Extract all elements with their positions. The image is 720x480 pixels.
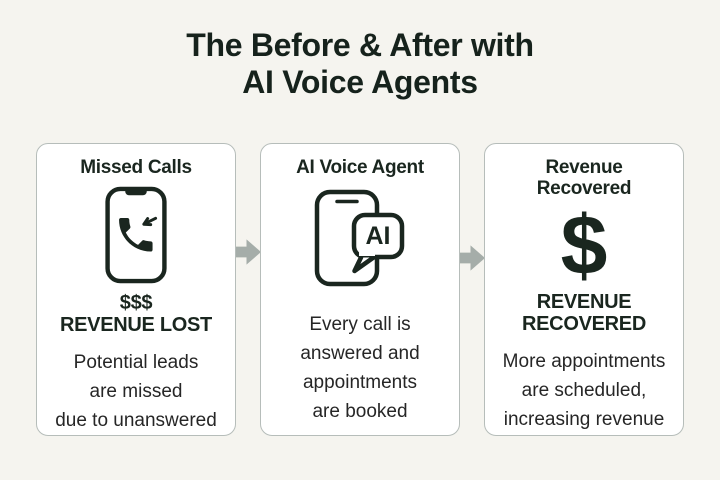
body-line: increasing revenue (503, 409, 665, 430)
ai-bubble-label: AI (366, 222, 391, 250)
card-title: Missed Calls (80, 157, 192, 178)
arrow-right-icon (232, 239, 261, 265)
revenue-recovered-line-1: REVENUE (536, 291, 632, 313)
card-body: More appointments are scheduled, increas… (503, 347, 666, 434)
card-ai-voice-agent: AI Voice Agent AI Every call is answered… (260, 143, 460, 436)
arrow-right-icon (456, 245, 485, 271)
body-line: are missed (89, 381, 183, 402)
body-line: due to unanswered (55, 410, 217, 431)
body-line: are scheduled, (521, 380, 647, 401)
revenue-lost-text: REVENUE LOST (60, 314, 212, 336)
page-title-line-1: The Before & After with (186, 27, 534, 63)
page-title-line-2: AI Voice Agents (242, 64, 478, 100)
dollar-signs-text: $$$ (119, 292, 153, 314)
card-title: AI Voice Agent (296, 157, 424, 178)
body-line: answered and (300, 343, 420, 364)
card-missed-calls: Missed Calls $$$ REVENUE LOST Potential … (36, 143, 236, 436)
revenue-lost-label: $$$ REVENUE LOST (60, 292, 212, 336)
body-line: are booked (312, 401, 408, 422)
card-body: Every call is answered and appointments … (300, 310, 419, 426)
smartphone-ai-chat-icon: AI (314, 189, 405, 287)
body-line: More appointments (502, 351, 666, 372)
page-title: The Before & After with AI Voice Agents (0, 0, 720, 101)
revenue-recovered-label: REVENUE RECOVERED (522, 291, 646, 335)
dollar-sign-glyph: $ (560, 198, 608, 292)
card-title-line-1: Revenue (545, 157, 623, 178)
body-line: Every call is (309, 314, 411, 335)
revenue-recovered-line-2: RECOVERED (522, 313, 646, 335)
body-line: Potential leads (73, 352, 199, 373)
body-line: appointments (302, 372, 418, 393)
card-title: Revenue Recovered (536, 157, 632, 199)
card-title-line-2: Recovered (536, 178, 632, 199)
card-revenue-recovered: Revenue Recovered $ REVENUE RECOVERED Mo… (484, 143, 684, 436)
cards-row: Missed Calls $$$ REVENUE LOST Potential … (36, 143, 684, 436)
smartphone-missed-call-icon (105, 186, 167, 284)
card-body: Potential leads are missed due to unansw… (55, 348, 217, 435)
